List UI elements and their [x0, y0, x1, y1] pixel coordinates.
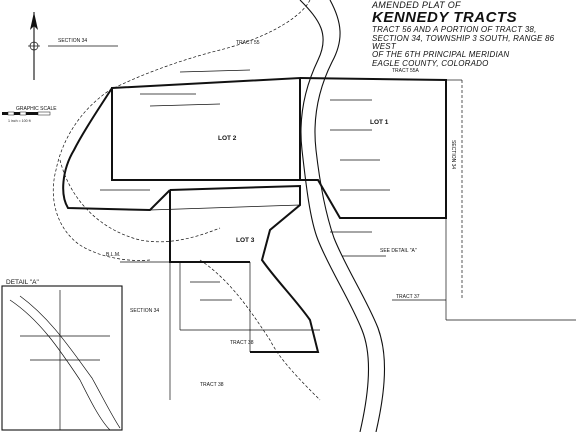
- lot-3-label: LOT 3: [236, 237, 255, 244]
- detail-a-label: DETAIL "A": [6, 279, 39, 286]
- title-line-5: OF THE 6TH PRINCIPAL MERIDIAN: [372, 50, 510, 60]
- blm-label: B.L.M.: [106, 252, 120, 258]
- bearing-annotations: [100, 69, 390, 301]
- tract-38-label: TRACT 38: [230, 340, 254, 346]
- detail-a-inset: [1, 285, 123, 431]
- west-boundary: [62, 87, 171, 212]
- section-34-right-label: SECTION 34: [450, 140, 456, 169]
- title-line-3: TRACT 56 AND A PORTION OF TRACT 38,: [372, 25, 537, 35]
- lot-3-boundary: [169, 184, 320, 353]
- section-34-left-label: SECTION 34: [58, 38, 87, 44]
- title-block: AMENDED PLAT OF KENNEDY TRACTS TRACT 56 …: [372, 0, 576, 68]
- graphic-scale: 1 inch = 100 ft: [2, 111, 51, 123]
- lot-2-label: LOT 2: [218, 135, 237, 142]
- lot-1-boundary: [299, 77, 447, 219]
- tract-55-label: TRACT 55: [236, 40, 260, 46]
- lot-1-label: LOT 1: [370, 119, 389, 126]
- easement-line: [59, 159, 221, 243]
- svg-text:1 inch = 100 ft: 1 inch = 100 ft: [8, 119, 31, 123]
- title-line-2: KENNEDY TRACTS: [372, 9, 518, 27]
- section-34-bottom-label: SECTION 34: [130, 308, 159, 314]
- lot-2-boundary: [111, 76, 301, 181]
- tract-55a-label: TRACT 55A: [392, 68, 420, 74]
- title-line-4: SECTION 34, TOWNSHIP 3 SOUTH, RANGE 86 W…: [372, 33, 555, 51]
- north-arrow-icon: [28, 12, 40, 80]
- road: [299, 0, 385, 432]
- title-line-1: AMENDED PLAT OF: [372, 0, 461, 10]
- title-line-6: EAGLE COUNTY, COLORADO: [372, 58, 489, 68]
- tract-37-label: TRACT 37: [396, 294, 420, 300]
- tract-38b-label: TRACT 38: [200, 382, 224, 388]
- creek-line: [52, 0, 311, 261]
- graphic-scale-label: GRAPHIC SCALE: [16, 106, 57, 112]
- see-detail-label: SEE DETAIL "A": [380, 248, 417, 254]
